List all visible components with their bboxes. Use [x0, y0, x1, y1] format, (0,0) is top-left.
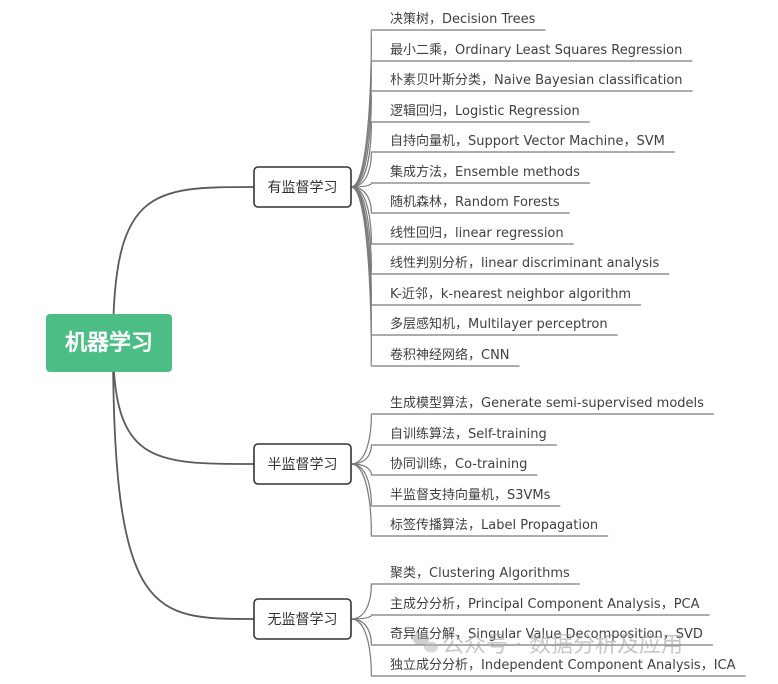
leaf-label-semi-supervised-0: 生成模型算法，Generate semi-supervised models — [390, 396, 704, 411]
leaf-label-supervised-11: 卷积神经网络，CNN — [390, 347, 510, 363]
connector-supervised-11 — [350, 186, 372, 367]
connector-supervised-0 — [350, 29, 372, 188]
connector-semi-supervised-4 — [350, 463, 372, 537]
connector-root-supervised — [112, 186, 255, 344]
leaf-label-supervised-10: 多层感知机，Multilayer perceptron — [390, 316, 608, 332]
leaf-label-semi-supervised-2: 协同训练，Co-training — [390, 457, 527, 472]
root-label: 机器学习 — [65, 330, 153, 356]
leaf-label-supervised-2: 朴素贝叶斯分类，Naive Bayesian classification — [390, 73, 683, 88]
connectors — [112, 29, 372, 677]
connector-semi-supervised-1 — [350, 444, 372, 465]
leaf-label-semi-supervised-1: 自训练算法，Self-training — [390, 427, 547, 442]
leaf-label-supervised-6: 随机森林，Random Forests — [390, 195, 560, 210]
leaf-label-supervised-5: 集成方法，Ensemble methods — [390, 164, 580, 180]
root-box[interactable] — [46, 314, 172, 372]
leaf-label-supervised-1: 最小二乘，Ordinary Least Squares Regression — [390, 43, 682, 58]
root-node[interactable]: 机器学习 — [46, 314, 172, 372]
connector-root-semi-supervised — [112, 342, 255, 465]
connector-unsupervised-3 — [350, 618, 372, 677]
leaf-label-supervised-3: 逻辑回归，Logistic Regression — [390, 104, 580, 119]
leaf-label-unsupervised-0: 聚类，Clustering Algorithms — [390, 566, 570, 581]
connector-root-unsupervised — [112, 342, 255, 620]
connector-unsupervised-0 — [350, 583, 372, 620]
leaf-label-unsupervised-2: 奇异值分解，Singular Value Decomposition，SVD — [390, 626, 703, 642]
leaf-label-supervised-0: 决策树，Decision Trees — [390, 11, 536, 27]
leaf-label-supervised-4: 自持向量机，Support Vector Machine，SVM — [390, 133, 665, 149]
branch-label-semi-supervised: 半监督学习 — [268, 457, 338, 473]
connector-semi-supervised-2 — [350, 463, 372, 476]
leaf-label-supervised-8: 线性判别分析，linear discriminant analysis — [390, 256, 659, 271]
connector-supervised-3 — [350, 121, 372, 188]
leaf-label-semi-supervised-3: 半监督支持向量机，S3VMs — [390, 487, 551, 503]
leaf-label-supervised-9: K-近邻，k-nearest neighbor algorithm — [390, 287, 631, 302]
leaf-label-unsupervised-1: 主成分分析，Principal Component Analysis，PCA — [390, 597, 700, 612]
branch-box-supervised[interactable] — [253, 166, 352, 208]
watermark: 公众号 · 数据分析及应用 — [413, 632, 683, 658]
leaf-label-supervised-7: 线性回归，linear regression — [390, 226, 564, 241]
leaf-nodes: 决策树，Decision Trees 最小二乘，Ordinary Least Sq… — [371, 11, 746, 677]
watermark-text: 公众号 · 数据分析及应用 — [442, 633, 683, 658]
branch-label-unsupervised: 无监督学习 — [268, 612, 338, 628]
connector-supervised-4 — [350, 151, 372, 188]
wechat-icon — [413, 632, 438, 653]
connector-supervised-1 — [350, 60, 372, 188]
branch-box-semi-supervised[interactable] — [253, 443, 352, 485]
leaf-label-semi-supervised-4: 标签传播算法，Label Propagation — [390, 517, 598, 533]
connector-semi-supervised-0 — [350, 413, 372, 465]
leaf-label-unsupervised-3: 独立成分分析，Independent Component Analysis，IC… — [390, 658, 736, 673]
branch-label-supervised: 有监督学习 — [268, 180, 338, 196]
branch-box-unsupervised[interactable] — [253, 598, 352, 640]
connector-supervised-2 — [350, 90, 372, 188]
